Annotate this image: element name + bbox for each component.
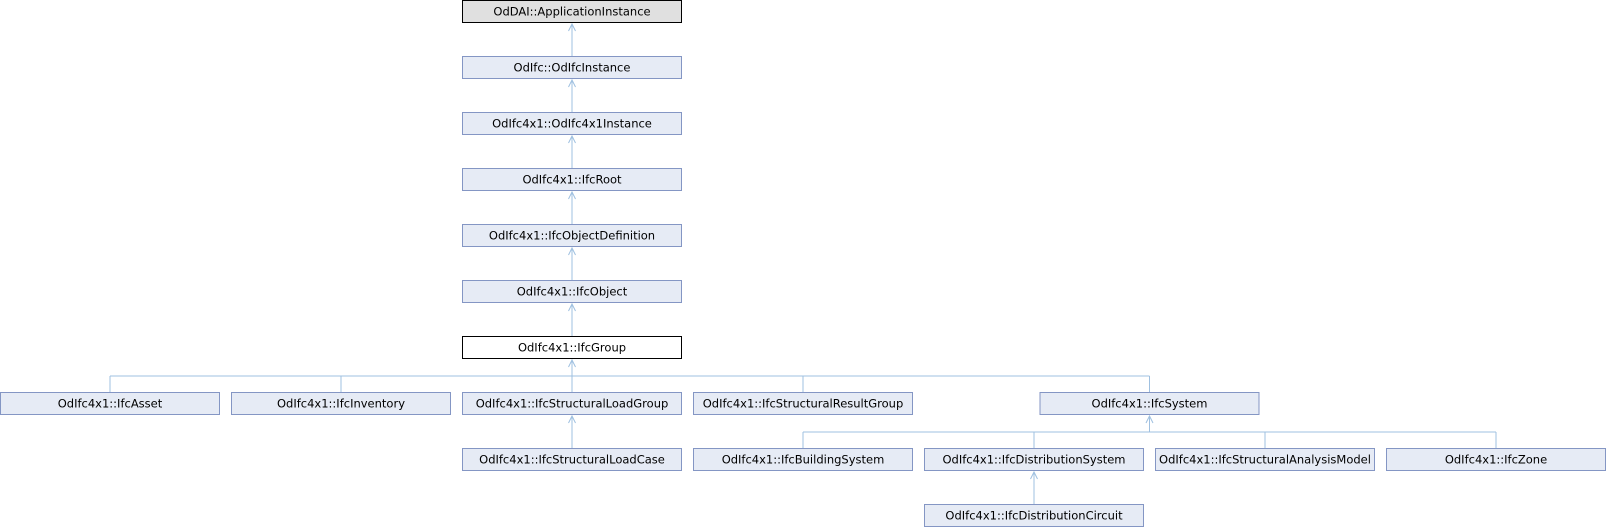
- class-node-box: [693, 392, 913, 415]
- class-node-odifc4x1-ifcobjectdefinition[interactable]: OdIfc4x1::IfcObjectDefinition: [462, 224, 682, 247]
- class-node-label: OdIfc4x1::IfcRoot: [522, 173, 622, 187]
- class-node-box: [462, 336, 682, 359]
- inheritance-arrow-icon: [568, 134, 576, 144]
- inheritance-arrow-icon: [568, 22, 576, 32]
- class-node-box: [462, 112, 682, 135]
- class-node-odifc4x1-odifc4x1instance[interactable]: OdIfc4x1::OdIfc4x1Instance: [462, 112, 682, 135]
- class-node-label: OdIfc4x1::IfcStructuralLoadGroup: [476, 397, 669, 411]
- class-node-odifc4x1-ifcinventory[interactable]: OdIfc4x1::IfcInventory: [231, 392, 451, 415]
- class-node-label: OdIfc4x1::IfcInventory: [277, 397, 405, 411]
- class-node-odifc4x1-ifcasset[interactable]: OdIfc4x1::IfcAsset: [0, 392, 220, 415]
- class-node-odifc-odifcinstance[interactable]: OdIfc::OdIfcInstance: [462, 56, 682, 79]
- class-node-odifc4x1-ifcroot[interactable]: OdIfc4x1::IfcRoot: [462, 168, 682, 191]
- class-node-box: [1155, 448, 1375, 471]
- class-node-label: OdIfc4x1::IfcStructuralResultGroup: [703, 397, 904, 411]
- edges-layer: [109, 22, 1497, 504]
- class-node-odifc4x1-ifcstructuralloadcase[interactable]: OdIfc4x1::IfcStructuralLoadCase: [462, 448, 682, 471]
- class-node-label: OdIfc4x1::IfcObject: [517, 285, 628, 299]
- class-node-label: OdIfc4x1::IfcBuildingSystem: [722, 453, 885, 467]
- class-node-label: OdIfc4x1::IfcStructuralLoadCase: [479, 453, 665, 467]
- class-node-odifc4x1-ifcstructuralloadgroup[interactable]: OdIfc4x1::IfcStructuralLoadGroup: [462, 392, 682, 415]
- class-node-label: OdIfc4x1::IfcDistributionSystem: [942, 453, 1125, 467]
- class-node-odifc4x1-ifcgroup: OdIfc4x1::IfcGroup: [462, 336, 682, 359]
- class-node-label: OdIfc4x1::IfcZone: [1445, 453, 1547, 467]
- class-node-label: OdIfc4x1::IfcDistributionCircuit: [945, 509, 1123, 523]
- class-node-oddai-applicationinstance[interactable]: OdDAI::ApplicationInstance: [462, 0, 682, 23]
- class-node-label: OdIfc4x1::IfcAsset: [58, 397, 163, 411]
- inheritance-arrow-icon: [568, 414, 576, 424]
- class-node-odifc4x1-ifcobject[interactable]: OdIfc4x1::IfcObject: [462, 280, 682, 303]
- class-node-label: OdIfc::OdIfcInstance: [514, 61, 631, 75]
- inheritance-arrow-icon: [568, 78, 576, 88]
- class-node-label: OdIfc4x1::IfcSystem: [1092, 397, 1208, 411]
- class-node-box: [231, 392, 451, 415]
- inheritance-arrow-icon: [568, 358, 576, 368]
- class-node-box: [462, 392, 682, 415]
- class-node-odifc4x1-ifcbuildingsystem[interactable]: OdIfc4x1::IfcBuildingSystem: [693, 448, 913, 471]
- class-node-odifc4x1-ifcsystem[interactable]: OdIfc4x1::IfcSystem: [1039, 392, 1260, 415]
- class-node-box: [462, 224, 682, 247]
- inheritance-arrow-icon: [568, 302, 576, 312]
- class-node-label: OdIfc4x1::IfcGroup: [518, 341, 626, 355]
- class-node-label: OdDAI::ApplicationInstance: [493, 5, 650, 19]
- class-node-box: [924, 448, 1144, 471]
- class-node-odifc4x1-ifczone[interactable]: OdIfc4x1::IfcZone: [1386, 448, 1606, 471]
- class-node-odifc4x1-ifcdistributioncircuit[interactable]: OdIfc4x1::IfcDistributionCircuit: [924, 504, 1144, 527]
- inheritance-arrow-icon: [1145, 414, 1154, 424]
- class-node-box: [1386, 448, 1606, 471]
- class-node-box: [1039, 392, 1260, 415]
- class-node-label: OdIfc4x1::OdIfc4x1Instance: [492, 117, 652, 131]
- class-node-box: [693, 448, 913, 471]
- class-node-box: [462, 0, 682, 23]
- class-node-label: OdIfc4x1::IfcStructuralAnalysisModel: [1159, 453, 1371, 467]
- class-node-odifc4x1-ifcstructuralanalysismodel[interactable]: OdIfc4x1::IfcStructuralAnalysisModel: [1155, 448, 1375, 471]
- inheritance-arrow-icon: [568, 190, 576, 200]
- class-node-label: OdIfc4x1::IfcObjectDefinition: [489, 229, 655, 243]
- class-node-box: [0, 392, 220, 415]
- inheritance-arrow-icon: [1030, 470, 1038, 480]
- class-node-box: [462, 280, 682, 303]
- class-node-box: [924, 504, 1144, 527]
- class-node-odifc4x1-ifcstructuralresultgroup[interactable]: OdIfc4x1::IfcStructuralResultGroup: [693, 392, 913, 415]
- class-node-box: [462, 56, 682, 79]
- class-node-box: [462, 448, 682, 471]
- inheritance-arrow-icon: [568, 246, 576, 256]
- class-node-odifc4x1-ifcdistributionsystem[interactable]: OdIfc4x1::IfcDistributionSystem: [924, 448, 1144, 471]
- class-node-box: [462, 168, 682, 191]
